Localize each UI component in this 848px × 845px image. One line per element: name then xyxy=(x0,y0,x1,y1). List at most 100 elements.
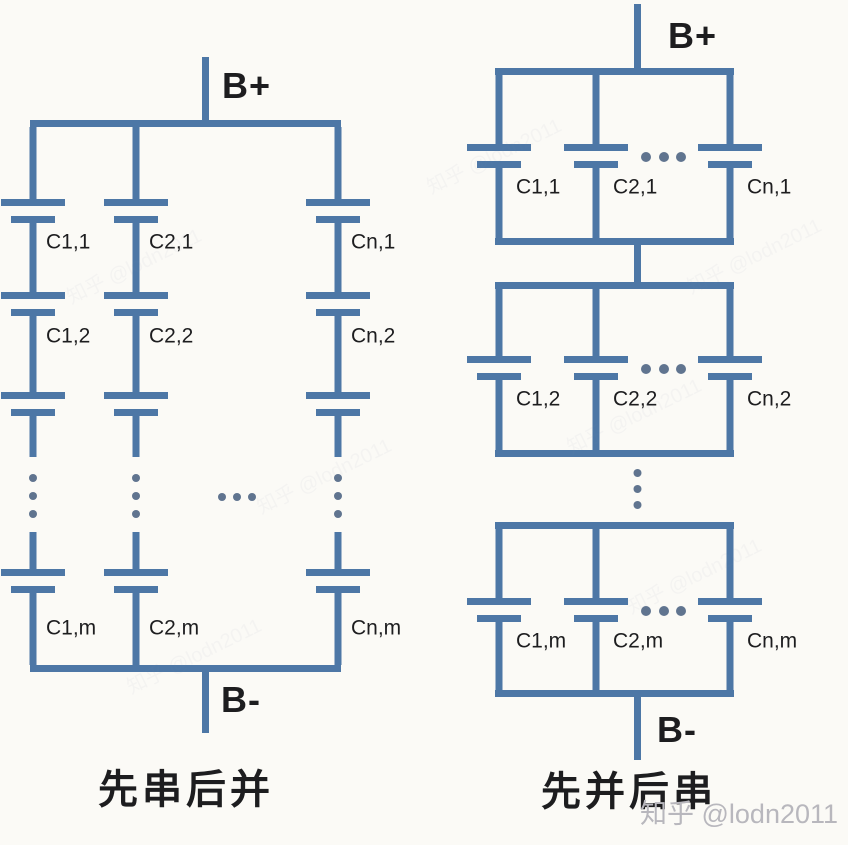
wire xyxy=(495,75,503,144)
cell-plate-short xyxy=(477,615,521,622)
cell-label: C2,1 xyxy=(149,231,193,254)
cell-plate-short xyxy=(114,586,158,593)
right-bottom-bus xyxy=(495,690,734,697)
cell-plate-short xyxy=(11,586,55,593)
wire xyxy=(132,316,140,392)
wire xyxy=(495,168,503,238)
right-top-bus xyxy=(495,68,734,75)
cell-plate-short xyxy=(114,309,158,316)
wire xyxy=(726,168,734,238)
cell-plate-short xyxy=(114,216,158,223)
wire xyxy=(592,75,600,144)
wire xyxy=(495,622,503,690)
wire xyxy=(334,127,342,199)
cell-plate-short xyxy=(574,161,618,168)
cell-plate-long xyxy=(698,598,762,605)
ellipsis-dot xyxy=(641,364,651,374)
ellipsis-dot xyxy=(641,152,651,162)
left-positive-stem xyxy=(202,57,209,120)
cell-plate-long xyxy=(1,199,65,206)
cell-label: C1,2 xyxy=(46,325,90,348)
wire xyxy=(132,532,140,569)
ellipsis-dot xyxy=(676,606,686,616)
cell-label: Cn,m xyxy=(747,630,797,653)
wire xyxy=(592,380,600,450)
wire xyxy=(726,529,734,598)
left-bottom-bus xyxy=(30,665,341,672)
cell-label: Cn,1 xyxy=(351,231,395,254)
cell-plate-long xyxy=(467,598,531,605)
cell-plate-long xyxy=(564,144,628,151)
left-diagram-caption: 先串后并 xyxy=(98,768,274,812)
cell-plate-short xyxy=(477,161,521,168)
cell-label: Cn,2 xyxy=(351,325,395,348)
wire xyxy=(726,380,734,450)
cell-plate-short xyxy=(574,615,618,622)
cell-plate-short xyxy=(316,309,360,316)
ellipsis-dot xyxy=(29,510,37,518)
wire xyxy=(592,289,600,356)
wire xyxy=(132,593,140,665)
wire xyxy=(132,127,140,199)
cell-plate-short xyxy=(11,309,55,316)
ellipsis-dot xyxy=(132,510,140,518)
cell-plate-short xyxy=(11,409,55,416)
cell-plate-long xyxy=(1,292,65,299)
cell-label: C2,2 xyxy=(149,325,193,348)
ellipsis-dot xyxy=(676,152,686,162)
wire xyxy=(334,223,342,292)
ellipsis-dot xyxy=(334,492,342,500)
ellipsis-dot xyxy=(334,474,342,482)
wire xyxy=(29,127,37,199)
cell-label: C2,m xyxy=(149,617,199,640)
cell-label: C1,1 xyxy=(516,176,560,199)
right-terminal-negative-label: B- xyxy=(657,709,697,750)
cell-plate-short xyxy=(574,373,618,380)
cell-label: C2,1 xyxy=(613,176,657,199)
right-bottom-bus xyxy=(495,450,734,457)
ellipsis-dot xyxy=(633,501,642,509)
cell-plate-long xyxy=(104,292,168,299)
wire xyxy=(29,532,37,569)
right-group-link xyxy=(634,245,641,282)
cell-plate-short xyxy=(708,373,752,380)
ellipsis-dot xyxy=(218,493,226,501)
left-terminal-positive-label: B+ xyxy=(222,65,272,106)
cell-plate-long xyxy=(306,292,370,299)
left-negative-stem xyxy=(202,672,209,733)
cell-plate-long xyxy=(306,392,370,399)
ellipsis-dot xyxy=(659,364,669,374)
ellipsis-dot xyxy=(233,493,241,501)
wire xyxy=(29,316,37,392)
cell-plate-short xyxy=(316,216,360,223)
cell-plate-long xyxy=(467,356,531,363)
left-top-bus xyxy=(30,120,341,127)
cell-label: C1,2 xyxy=(516,388,560,411)
wire xyxy=(726,75,734,144)
ellipsis-dot xyxy=(132,474,140,482)
cell-plate-long xyxy=(467,144,531,151)
cell-plate-long xyxy=(564,356,628,363)
right-top-bus xyxy=(495,522,734,529)
wire xyxy=(592,622,600,690)
ellipsis-dot xyxy=(659,152,669,162)
right-negative-stem xyxy=(634,697,641,760)
cell-plate-long xyxy=(104,569,168,576)
wire xyxy=(495,529,503,598)
cell-plate-long xyxy=(104,199,168,206)
ellipsis-dot xyxy=(676,364,686,374)
cell-label: C1,m xyxy=(516,630,566,653)
wire xyxy=(495,380,503,450)
cell-label: Cn,m xyxy=(351,617,401,640)
cell-label: C2,m xyxy=(613,630,663,653)
wire xyxy=(29,223,37,292)
cell-plate-long xyxy=(104,392,168,399)
wire xyxy=(726,289,734,356)
cell-label: C1,m xyxy=(46,617,96,640)
ellipsis-dot xyxy=(334,510,342,518)
ellipsis-dot xyxy=(132,492,140,500)
ellipsis-dot xyxy=(29,474,37,482)
right-top-bus xyxy=(495,282,734,289)
